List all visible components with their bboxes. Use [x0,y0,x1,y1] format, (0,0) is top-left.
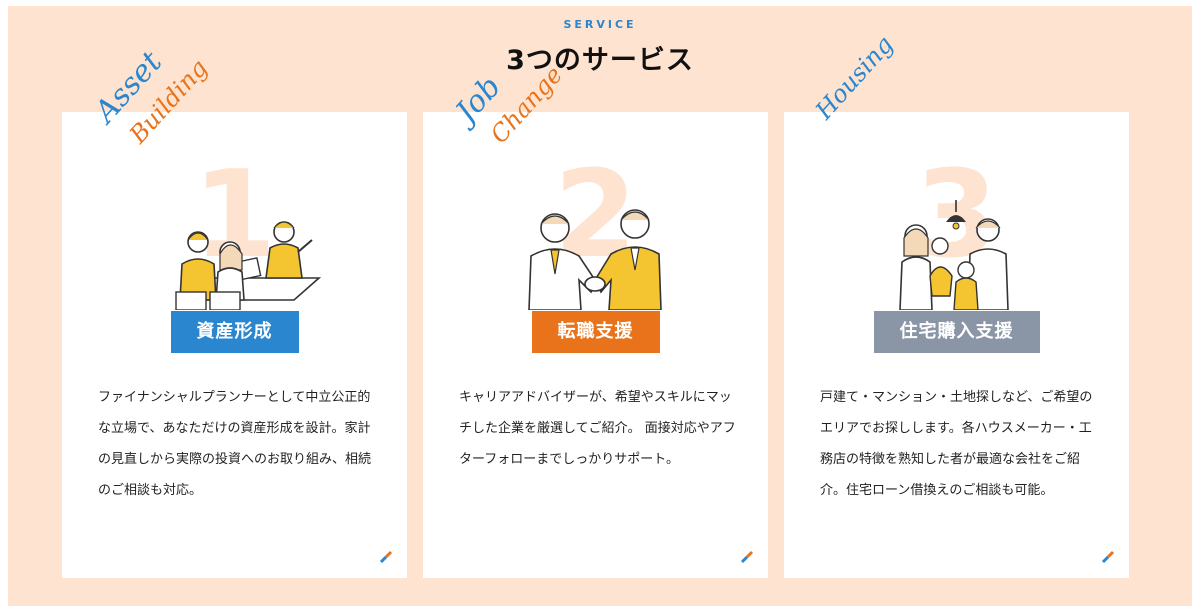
service-description: 戸建て・マンション・土地探しなど、ご希望のエリアでお探しします。各ハウスメーカー… [820,390,1093,498]
service-card-housing[interactable]: Housing 3 住宅購入支援 戸建て・マンション・土地探しなど、ご希望のエリ… [784,30,1129,578]
service-label-badge: 転職支援 [531,311,660,353]
handshake-icon [528,209,662,310]
family-home-icon [899,200,1009,310]
service-description: ファイナンシャルプランナーとして中立公正的な立場で、あなただけの資産形成を設計。… [98,390,372,498]
financial-consultation-icon [175,221,322,310]
pencil-icon [379,550,393,564]
pencil-icon [1101,550,1115,564]
service-card-job-change[interactable]: Job Change 2 転職支援 キャリアアドバイザーが、希望やスキルにマッチ… [423,61,768,578]
section-title: 3つのサービス [506,45,694,76]
service-label-badge: 資産形成 [170,311,299,353]
service-label-badge: 住宅購入支援 [873,311,1040,353]
pencil-icon [740,550,754,564]
service-description: キャリアアドバイザーが、希望やスキルにマッチした企業を厳選してご紹介。 面接対応… [459,390,736,467]
service-section: SERVICE 3つのサービス Asset Building 1 資産形成 ファ… [8,6,1192,606]
service-card-asset-building[interactable]: Asset Building 1 資産形成 ファイナンシャルプランナーとして中立… [62,45,407,578]
section-eyebrow: SERVICE [563,18,637,31]
